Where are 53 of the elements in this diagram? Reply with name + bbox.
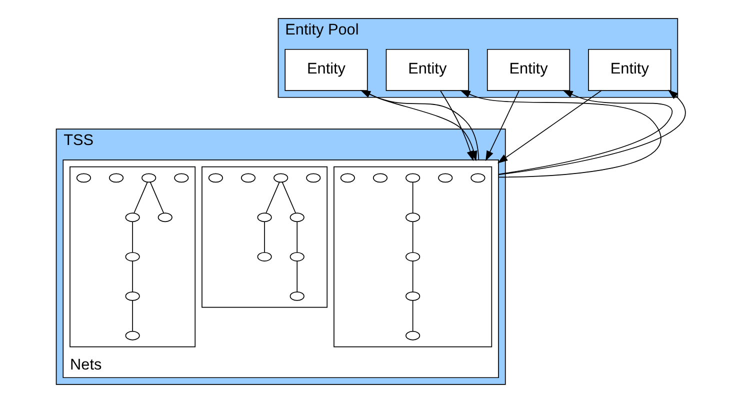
node-circle bbox=[438, 173, 453, 183]
node-circle bbox=[290, 292, 304, 301]
node-circle bbox=[257, 252, 272, 262]
arrow bbox=[440, 90, 474, 162]
node-circle bbox=[240, 173, 256, 183]
node-circle bbox=[406, 173, 420, 183]
node-circle bbox=[406, 252, 420, 262]
node-circle bbox=[76, 173, 91, 183]
arrow bbox=[460, 90, 661, 178]
connector bbox=[132, 260, 133, 292]
node-circle bbox=[290, 212, 304, 222]
node-circle bbox=[125, 330, 140, 340]
connector bbox=[132, 221, 133, 253]
connector bbox=[412, 300, 414, 332]
connector bbox=[412, 182, 414, 214]
cluster bbox=[334, 166, 492, 348]
node-circle bbox=[257, 212, 272, 222]
cluster bbox=[70, 166, 196, 348]
arrow bbox=[497, 90, 602, 164]
node-circle bbox=[306, 173, 321, 183]
connector bbox=[134, 182, 148, 214]
connector bbox=[132, 300, 133, 332]
node-box: Entity bbox=[386, 48, 469, 91]
node-circle bbox=[290, 252, 304, 262]
node-box: Entity bbox=[284, 48, 368, 91]
connector bbox=[266, 182, 280, 214]
node-circle bbox=[470, 173, 486, 183]
node-circle bbox=[208, 173, 223, 183]
node-circle bbox=[174, 173, 189, 183]
connector bbox=[264, 221, 265, 253]
node-circle bbox=[125, 252, 140, 262]
connector bbox=[412, 221, 414, 253]
connector bbox=[296, 221, 298, 253]
node-circle bbox=[406, 330, 420, 340]
connector bbox=[150, 182, 164, 214]
node-circle bbox=[340, 173, 355, 183]
node-circle bbox=[406, 292, 420, 301]
cluster: Nets bbox=[62, 160, 499, 378]
node-circle bbox=[372, 173, 388, 183]
cluster bbox=[202, 166, 328, 308]
node-box: Entity bbox=[486, 48, 570, 91]
arrow bbox=[486, 90, 520, 162]
node-circle bbox=[158, 212, 172, 222]
connector bbox=[296, 260, 298, 292]
node-circle bbox=[125, 212, 140, 222]
connector bbox=[412, 260, 414, 292]
node-circle bbox=[406, 212, 420, 222]
node-box: Entity bbox=[588, 48, 672, 91]
connector bbox=[282, 182, 296, 214]
node-circle bbox=[109, 173, 124, 183]
node-circle bbox=[274, 173, 288, 183]
node-circle bbox=[125, 292, 140, 301]
node-circle bbox=[142, 173, 156, 183]
